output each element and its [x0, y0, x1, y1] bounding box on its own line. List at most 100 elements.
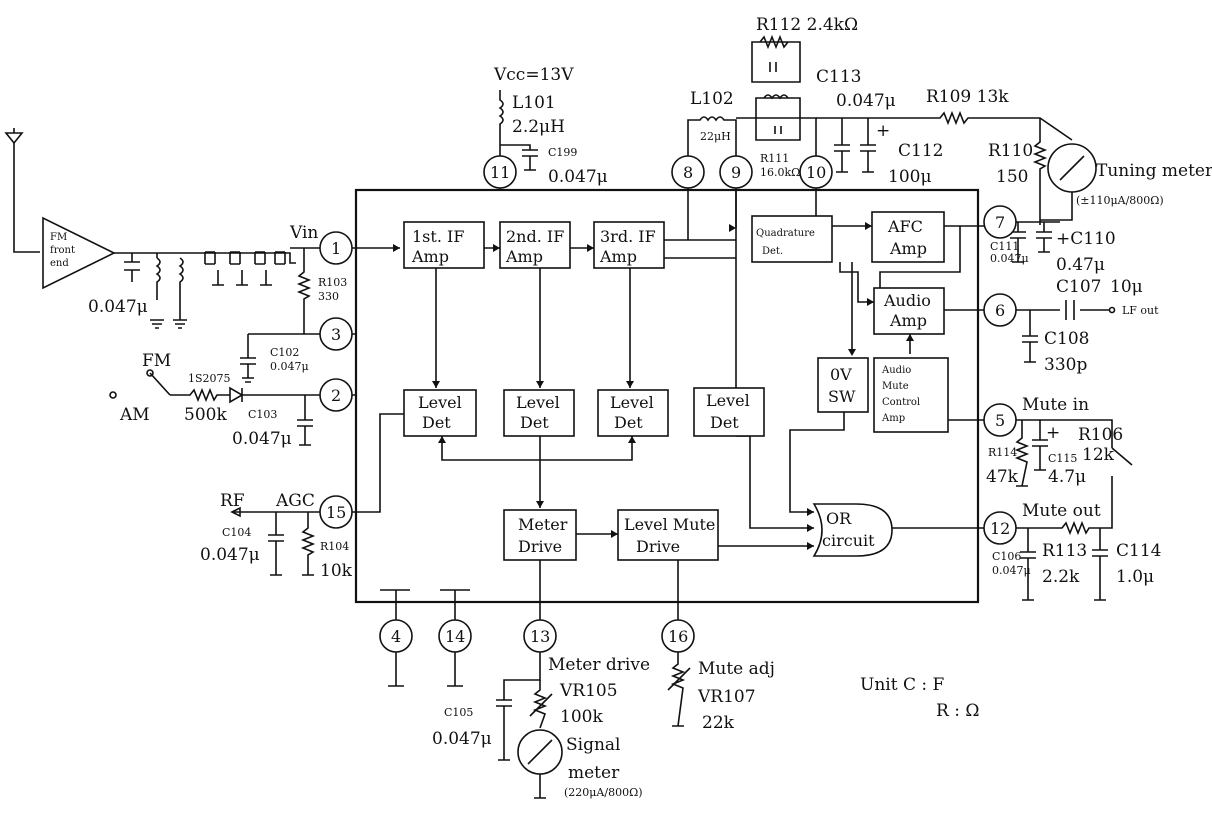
- lf-out-label: LF out: [1122, 304, 1159, 317]
- pin-4-label: 4: [391, 627, 401, 646]
- r104-label: R104: [320, 540, 349, 553]
- vr105-value: 100k: [560, 707, 603, 727]
- block-1st-if-amp: 1st. IF Amp: [403, 221, 485, 269]
- r110-value: 150: [996, 167, 1028, 187]
- block-amc-label-4: Amp: [881, 413, 905, 424]
- block-meter-drive: Meter Drive: [503, 509, 577, 561]
- fm-front-end-label-2: front: [50, 245, 75, 256]
- pin-10-label: 10: [806, 163, 826, 182]
- c113-value: 0.047μ: [836, 91, 896, 111]
- c108-value: 330p: [1044, 355, 1087, 375]
- block-3rd-if-amp: 3rd. IF Amp: [593, 221, 665, 269]
- fm-front-end: FM front end: [42, 216, 116, 290]
- block-3rd-if-amp-label-2: Amp: [599, 247, 637, 266]
- rf-label: RF: [220, 491, 245, 511]
- block-level-mute-drive-label-1: Level Mute: [624, 515, 715, 534]
- pin7-network: C111 0.047μ +C110 0.47μ: [990, 221, 1116, 275]
- c107-label: C107: [1056, 277, 1101, 297]
- pin-5: 5: [983, 403, 1017, 437]
- c113-label: C113: [816, 67, 861, 87]
- block-2nd-if-amp: 2nd. IF Amp: [499, 221, 571, 269]
- c105-value: 0.047μ: [432, 729, 492, 749]
- block-level-det-2-label-2: Det: [520, 413, 549, 432]
- c106-value: 0.047μ: [992, 564, 1031, 577]
- pin12-mute-out: Mute out C106 0.047μ R113 2.2k C114 1.0μ: [992, 476, 1161, 601]
- front-end-cap-value: 0.047μ: [88, 297, 148, 317]
- c115-plus: +: [1046, 423, 1060, 443]
- r103-value: 330: [318, 290, 339, 303]
- block-1st-if-amp-label-2: Amp: [411, 247, 449, 266]
- block-level-det-2: Level Det: [503, 389, 575, 437]
- mute-adj-label: Mute adj: [698, 659, 775, 679]
- c112-label: C112: [898, 141, 943, 161]
- block-amc-label-3: Control: [882, 397, 920, 408]
- mute-out-label: Mute out: [1022, 501, 1101, 521]
- pin-3: 3: [319, 317, 353, 351]
- c103-value: 0.047μ: [232, 429, 292, 449]
- quadrature-coil-network: L102 22μH R112 2.4kΩ C113 0.047μ R111 16…: [687, 15, 896, 179]
- signal-meter-label-2: meter: [568, 763, 620, 783]
- block-0v-sw: 0V SW: [817, 357, 869, 413]
- c105-label: C105: [444, 706, 473, 719]
- pin-1: 1: [319, 231, 353, 265]
- pin-1-label: 1: [331, 239, 341, 258]
- block-level-mute-drive: Level Mute Drive: [617, 509, 719, 561]
- pin6-lf-out: C107 10μ LF out C108 330p: [1016, 277, 1159, 375]
- pin-13: 13: [523, 619, 557, 653]
- pin-6-label: 6: [995, 301, 1005, 320]
- pin-7-label: 7: [995, 213, 1005, 232]
- vr107-label: VR107: [697, 687, 756, 707]
- pin-16: 16: [661, 619, 695, 653]
- r106-value: 12k: [1082, 445, 1115, 465]
- tuning-meter: Tuning meter (±110μA/800Ω): [1040, 143, 1212, 221]
- block-level-det-1-label-2: Det: [422, 413, 451, 432]
- c199-value: 0.047μ: [548, 167, 608, 187]
- block-quadrature-det: Quadrature Det.: [751, 215, 833, 263]
- block-audio-amp-label-1: Audio: [883, 291, 931, 310]
- pin-3-label: 3: [331, 325, 341, 344]
- c102-label: C102: [270, 346, 299, 359]
- pin-15: 15: [319, 495, 353, 529]
- r103-label: R103: [318, 276, 347, 289]
- diode-label: 1S2075: [188, 372, 231, 385]
- block-0v-sw-label-2: SW: [828, 387, 856, 406]
- pin-12-label: 12: [990, 519, 1010, 538]
- block-audio-mute-control-amp: Audio Mute Control Amp: [873, 357, 949, 433]
- pin-14: 14: [438, 619, 472, 653]
- l102-label: L102: [690, 89, 734, 109]
- c199-label: C199: [548, 146, 577, 159]
- pin-7: 7: [983, 205, 1017, 239]
- c106-label: C106: [992, 550, 1021, 563]
- c103-label: C103: [248, 408, 277, 421]
- c111-label: C111: [990, 240, 1019, 253]
- pin-13-label: 13: [530, 627, 550, 646]
- r114-label: R114: [988, 446, 1017, 459]
- block-amc-label-1: Audio: [881, 365, 911, 376]
- c111-value: 0.047μ: [990, 252, 1029, 265]
- block-3rd-if-amp-label-1: 3rd. IF: [600, 227, 656, 246]
- pin-8: 8: [671, 155, 705, 189]
- block-level-det-1: Level Det: [403, 389, 477, 437]
- block-audio-amp-label-2: Amp: [889, 311, 927, 330]
- pin-11: 11: [483, 155, 517, 189]
- block-level-det-3-label-2: Det: [614, 413, 643, 432]
- tuning-meter-spec: (±110μA/800Ω): [1076, 194, 1164, 207]
- c107-value: 10μ: [1110, 277, 1143, 297]
- c115-label: C115: [1048, 452, 1077, 465]
- c104-value: 0.047μ: [200, 545, 260, 565]
- unit-legend-2: R : Ω: [936, 701, 979, 721]
- r111-label: R111: [760, 152, 789, 165]
- front-end-output-network: 0.047μ: [88, 251, 296, 329]
- vin-label: Vin: [289, 223, 318, 243]
- pin1-input: Vin R103 330 C102 0.047μ: [240, 223, 347, 383]
- block-or-circuit: OR circuit: [812, 503, 893, 557]
- block-0v-sw-label-1: 0V: [830, 365, 852, 384]
- block-quadrature-det-label-1: Quadrature: [756, 228, 815, 239]
- block-amc-label-2: Mute: [882, 381, 909, 392]
- block-level-det-1-label-1: Level: [418, 393, 462, 412]
- pin10-network: R109 13k + C112 100μ R110 150: [816, 87, 1073, 225]
- block-level-det-3-label-1: Level: [610, 393, 654, 412]
- c102-value: 0.047μ: [270, 360, 309, 373]
- meter-drive-label: Meter drive: [548, 655, 650, 675]
- pin-2-label: 2: [331, 386, 341, 405]
